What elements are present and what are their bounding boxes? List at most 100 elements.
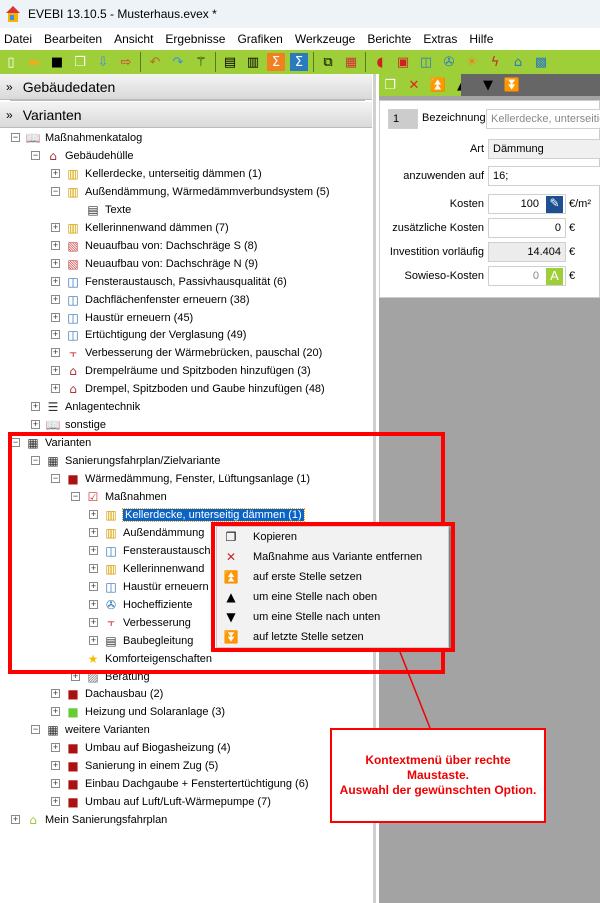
tree-node-massnahme[interactable]: ◫Fensteraustausch, Passivhausqualität (6… xyxy=(65,273,286,291)
sun-icon[interactable]: ☀ xyxy=(466,54,478,70)
collapse-toggle[interactable]: − xyxy=(11,132,20,142)
panel-header-varianten[interactable]: »Varianten xyxy=(0,102,372,128)
tree-node-variant-massnahme[interactable]: ◫Haustür erneuern xyxy=(103,578,208,596)
collapse-toggle[interactable]: − xyxy=(51,473,60,484)
tree-node-variant-massnahme[interactable]: ▤Baubegleitung xyxy=(103,632,193,650)
sum-orange-icon[interactable]: Σ xyxy=(267,53,285,71)
diagram-icon[interactable]: ⧉ xyxy=(323,54,333,70)
tree-node-variante[interactable]: ■Sanierung in einem Zug (5) xyxy=(65,757,218,775)
zus-kosten-input[interactable]: 0 xyxy=(488,218,566,238)
power-icon[interactable]: ϟ xyxy=(490,54,500,70)
import-icon[interactable]: ⇩ xyxy=(97,54,109,70)
menu-item-kopieren[interactable]: ❐Kopieren xyxy=(217,527,448,547)
edit-pencil-icon[interactable]: ✎ xyxy=(546,196,563,213)
tree-node-weitere-varianten[interactable]: ▦weitere Varianten xyxy=(45,721,149,739)
house-euro-icon[interactable]: ⌂ xyxy=(513,54,523,70)
expand-toggle[interactable]: + xyxy=(89,580,98,591)
tree-node-massnahme[interactable]: ▧Neuaufbau von: Dachschräge N (9) xyxy=(65,255,258,273)
window-icon[interactable]: ◫ xyxy=(419,54,433,70)
tree-node-komfort[interactable]: ★Komforteigenschaften xyxy=(85,650,212,668)
expand-toggle[interactable]: + xyxy=(89,508,98,519)
fan-icon[interactable]: ✇ xyxy=(443,54,455,70)
tree-node-variant-massnahme[interactable]: ▥Kellerdecke, unterseitig dämmen (1) xyxy=(103,506,305,524)
tree-node-variante[interactable]: ■Umbau auf Luft/Luft-Wärmepumpe (7) xyxy=(65,793,271,811)
expand-toggle[interactable]: + xyxy=(51,383,60,394)
tree-node-massnahme[interactable]: ⌂Drempelräume und Spitzboden hinzufügen … xyxy=(65,362,310,380)
tree-node-massnahme[interactable]: ⫟Verbesserung der Wärmebrücken, pauschal… xyxy=(65,344,322,362)
export-icon[interactable]: ⇨ xyxy=(120,54,132,70)
tree-node-massnahme[interactable]: ▧Neuaufbau von: Dachschräge S (8) xyxy=(65,237,257,255)
menu-item-entfernen[interactable]: ✕Maßnahme aus Variante entfernen xyxy=(217,547,448,567)
undo-icon[interactable]: ↶ xyxy=(149,54,161,70)
move-first-icon[interactable]: ⏫ xyxy=(429,77,447,93)
menu-item-nach-unten[interactable]: ▼um eine Stelle nach unten xyxy=(217,607,448,627)
move-down-icon[interactable]: ▼ xyxy=(483,77,493,93)
expand-toggle[interactable]: + xyxy=(51,365,60,376)
menu-item-letzte-stelle[interactable]: ⏬auf letzte Stelle setzen xyxy=(217,627,448,647)
art-select[interactable]: Dämmung xyxy=(488,139,600,159)
meter-icon[interactable]: ▩ xyxy=(534,54,548,70)
document-icon[interactable]: ▤ xyxy=(223,54,237,70)
expand-toggle[interactable]: + xyxy=(51,347,60,358)
menu-ergebnisse[interactable]: Ergebnisse xyxy=(165,32,226,46)
tree-node-gebaeudehuelle[interactable]: ⌂Gebäudehülle xyxy=(45,147,133,165)
expand-toggle[interactable]: + xyxy=(51,167,60,178)
tree-node-massnahme[interactable]: ▥Kellerinnenwand dämmen (7) xyxy=(65,219,228,237)
expand-toggle[interactable]: + xyxy=(51,257,60,268)
menu-item-erste-stelle[interactable]: ⏫auf erste Stelle setzen xyxy=(217,567,448,587)
expand-toggle[interactable]: + xyxy=(51,778,60,789)
save-icon[interactable]: ■ xyxy=(50,54,64,70)
tree-node-variante[interactable]: ■Einbau Dachgaube + Fenstertertüchtigung… xyxy=(65,775,308,793)
tree-node-mein-sanierungsfahrplan[interactable]: ⌂Mein Sanierungsfahrplan xyxy=(25,811,167,829)
menu-datei[interactable]: Datei xyxy=(4,32,33,46)
expand-toggle[interactable]: + xyxy=(31,401,40,412)
wall-icon[interactable]: ▦ xyxy=(344,54,358,70)
copy-icon[interactable]: ❐ xyxy=(384,77,396,93)
copy-icon[interactable]: ❐ xyxy=(74,54,86,70)
tree-node-massnahmen[interactable]: ☑Maßnahmen xyxy=(85,488,167,506)
tree-node-variant-massnahme[interactable]: ◫Fensteraustausch xyxy=(103,542,210,560)
expand-toggle[interactable]: + xyxy=(89,544,98,555)
collapse-toggle[interactable]: − xyxy=(51,185,60,196)
tree-node-variante[interactable]: ■Umbau auf Biogasheizung (4) xyxy=(65,739,230,757)
expand-toggle[interactable]: + xyxy=(89,526,98,537)
sum-blue-icon[interactable]: Σ xyxy=(290,53,308,71)
expand-toggle[interactable]: + xyxy=(89,562,98,573)
expand-toggle[interactable]: + xyxy=(51,239,60,250)
tree-node-massnahme[interactable]: ▥Kellerdecke, unterseitig dämmen (1) xyxy=(65,165,261,183)
tree-node-variant-massnahme[interactable]: ⫟Verbesserung xyxy=(103,614,191,632)
expand-toggle[interactable]: + xyxy=(51,742,60,753)
wizard-icon[interactable]: ⚚ xyxy=(195,54,207,70)
open-folder-icon[interactable]: ▬ xyxy=(27,54,41,70)
tree-node-massnahme[interactable]: ◫Dachflächenfenster erneuern (38) xyxy=(65,291,249,309)
tree-node-anlagentechnik[interactable]: ☰Anlagentechnik xyxy=(45,398,141,416)
expand-toggle[interactable]: + xyxy=(11,814,20,825)
delete-icon[interactable]: ✕ xyxy=(408,77,420,93)
tree-node-massnahme[interactable]: ⌂Drempel, Spitzboden und Gaube hinzufüge… xyxy=(65,380,325,398)
menu-grafiken[interactable]: Grafiken xyxy=(237,32,283,46)
menu-extras[interactable]: Extras xyxy=(423,32,458,46)
menu-ansicht[interactable]: Ansicht xyxy=(114,32,154,46)
tree-node-sonstige[interactable]: 📖sonstige xyxy=(45,416,106,434)
collapse-toggle[interactable]: − xyxy=(71,491,80,501)
expand-toggle[interactable]: + xyxy=(89,616,98,627)
new-file-icon[interactable]: ▯ xyxy=(7,54,15,70)
tree-node-katalog[interactable]: 📖Maßnahmenkatalog xyxy=(25,129,143,147)
move-last-icon[interactable]: ⏬ xyxy=(503,77,521,93)
collapse-toggle[interactable]: − xyxy=(31,455,40,466)
tree-node-sanierungsfahrplan[interactable]: ▦Sanierungsfahrplan/Zielvariante xyxy=(45,452,220,470)
tree-node-variant-massnahme[interactable]: ✇Hocheffiziente xyxy=(103,596,193,614)
expand-toggle[interactable]: + xyxy=(51,329,60,340)
tree-node-massnahme[interactable]: ◫Ertüchtigung der Verglasung (49) xyxy=(65,326,246,344)
anzuwenden-input[interactable]: 16; xyxy=(488,166,600,186)
expand-toggle[interactable]: + xyxy=(31,419,40,430)
tree-node-variante[interactable]: ■Dachausbau (2) xyxy=(65,685,163,703)
expand-toggle[interactable]: + xyxy=(51,275,60,286)
collapse-toggle[interactable]: − xyxy=(31,149,40,160)
roof-icon[interactable]: ◖ xyxy=(376,54,384,70)
expand-toggle[interactable]: + xyxy=(89,598,98,609)
tree-node-variant-massnahme[interactable]: ▥Außendämmung xyxy=(103,524,204,542)
bezeichnung-input[interactable]: Kellerdecke, unterseitig xyxy=(486,109,600,129)
tree-node-massnahme[interactable]: ▥Außendämmung, Wärmedämmverbundsystem (5… xyxy=(65,183,329,201)
expand-toggle[interactable]: + xyxy=(51,221,60,232)
